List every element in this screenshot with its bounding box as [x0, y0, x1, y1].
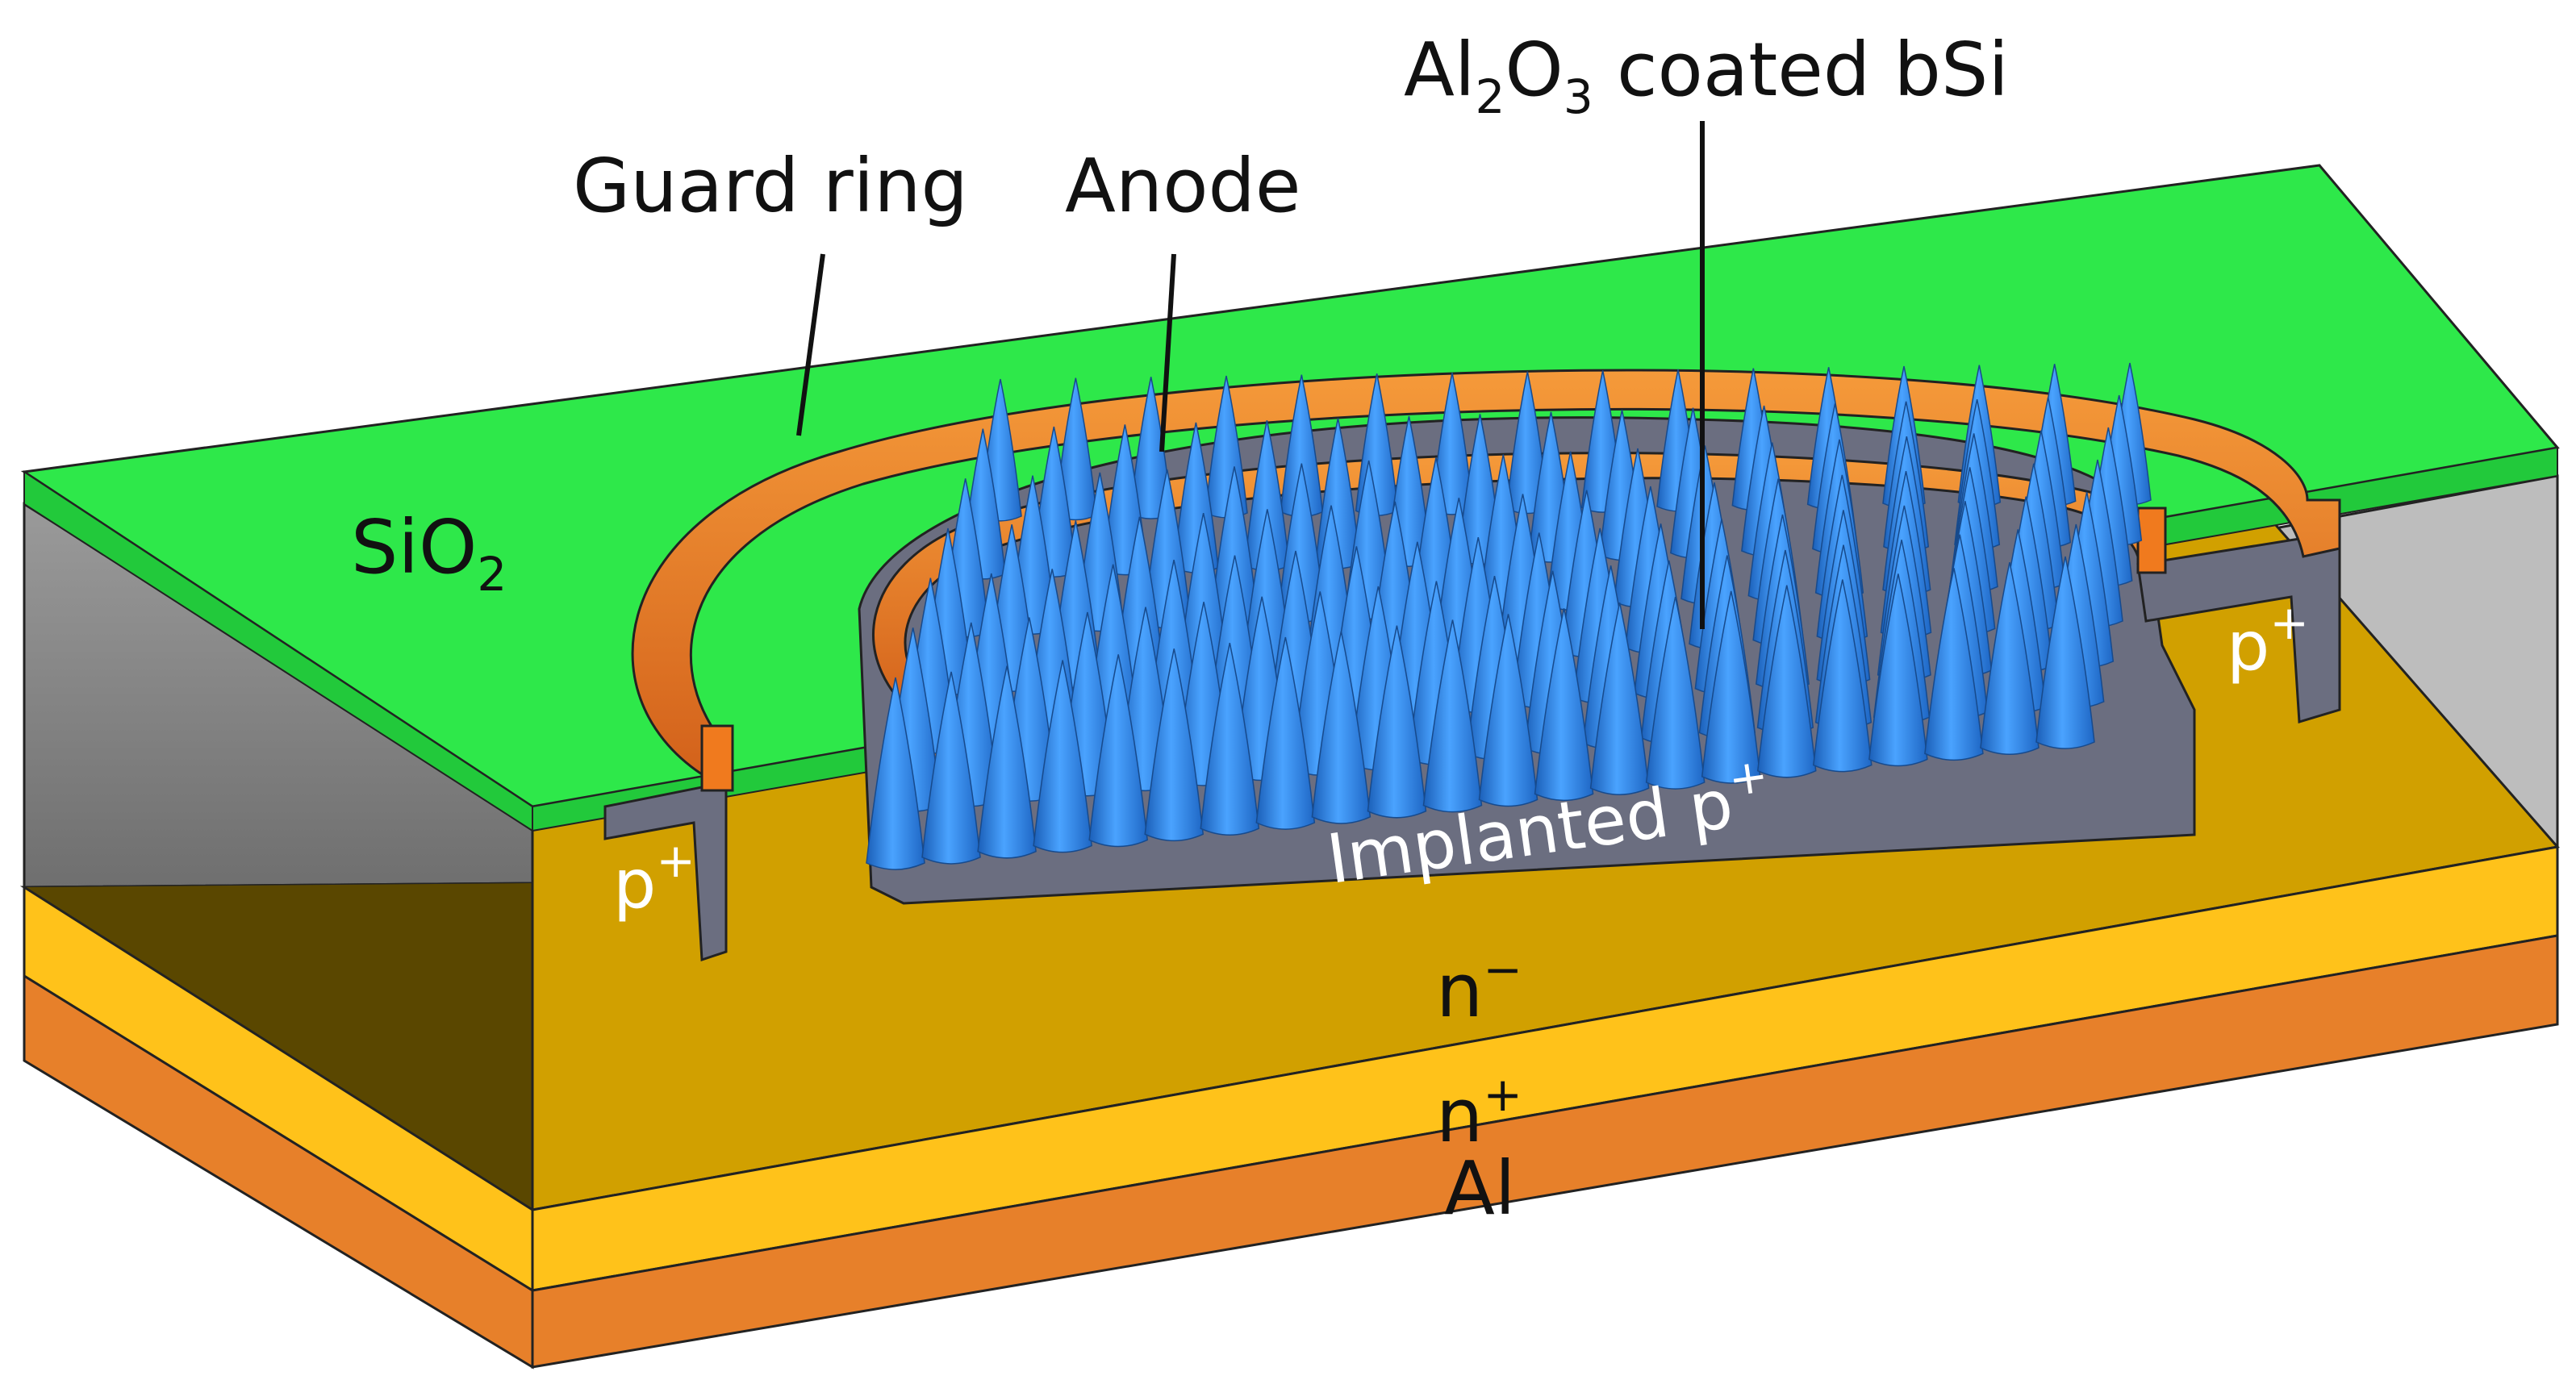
guard-ring-end-left	[700, 724, 734, 792]
guard-ring[interactable]	[631, 369, 2341, 789]
top-label: Al2O3 coated bSi	[1404, 27, 2009, 124]
bsi-spike	[1200, 642, 1260, 836]
bsi-spike	[1534, 608, 1594, 802]
bsi-spike	[1589, 602, 1650, 795]
al-label: Al	[1444, 1145, 1516, 1232]
anode-label: Anode	[1065, 143, 1301, 229]
left-al-layer	[23, 974, 534, 1370]
bsi-spike	[977, 665, 1037, 859]
bsi-spike	[1701, 590, 1761, 784]
bsi-spike	[1367, 625, 1427, 819]
bsi-spike	[1255, 636, 1316, 830]
bsi-spike	[1311, 631, 1372, 824]
bsi-spike	[866, 677, 925, 870]
bsi-spike	[1054, 377, 1098, 521]
n-minus-label: n−	[1436, 942, 1522, 1034]
bsi-spike	[1645, 596, 1706, 790]
bsi-spike	[1430, 372, 1474, 515]
bsi-spike	[2035, 556, 2095, 749]
p-plus-left-label: p+	[613, 833, 695, 923]
leader-line-anode	[1159, 253, 1176, 452]
bsi-spike	[1813, 579, 1873, 773]
guard-ring-label: Guard ring	[573, 143, 968, 229]
bsi-spike	[1422, 619, 1483, 813]
black-silicon-spike-array	[866, 362, 2152, 870]
bsi-spike	[1924, 568, 1984, 761]
bsi-spike	[1478, 614, 1539, 807]
bsi-spike	[1868, 573, 1928, 767]
bsi-spike	[1980, 561, 2040, 755]
bsi-spike	[1280, 374, 1324, 518]
bsi-spike	[1088, 654, 1148, 848]
oxide-label: SiO2	[351, 504, 507, 602]
p-plus-right-label: p+	[2227, 595, 2309, 686]
oxide-left-edge	[23, 470, 533, 832]
bsi-spike	[1144, 648, 1204, 842]
leader-line-guard-ring	[796, 253, 825, 436]
anode-end-right	[2136, 507, 2167, 574]
bsi-spike	[1033, 660, 1092, 853]
bsi-spike	[921, 671, 981, 865]
n-plus-label: n+	[1436, 1067, 1522, 1159]
bsi-spike	[1756, 585, 1817, 778]
